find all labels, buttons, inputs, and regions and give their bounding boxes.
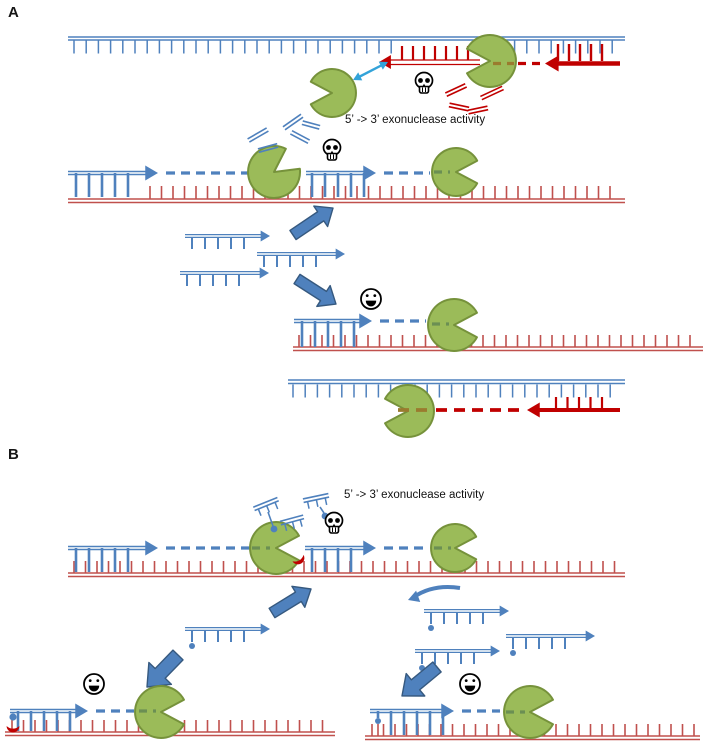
primer-strand-b1-right [305,540,428,572]
incoming-red-primer [545,44,620,72]
degraded-fragment-icon [467,105,489,115]
primer-fragment [415,645,500,671]
polymerase-pacman-icon [249,521,300,575]
blocked-flap-in-mouth-icon [292,554,305,565]
polymerase-pacman-icon [384,384,435,438]
flow-block-arrow [146,649,184,688]
polymerase-pacman-icon [503,685,554,739]
smiley-icon [83,673,105,695]
cleaved-flap-icon [279,514,305,531]
flow-block-arrow [293,273,337,308]
blocked-5-prime-cap-icon [6,726,20,733]
red-degradation-dashes [398,397,620,418]
blocked-5-prime-cap-icon [9,713,17,721]
cleaved-flap-icon [252,496,280,516]
panel-b-label: B [8,446,20,463]
primer-strand-b1-left [68,540,250,572]
polymerase-pacman-icon [431,147,479,197]
template-strand-a3 [293,335,703,352]
panel-a-annotation: 5’ -> 3’ exonuclease activity [345,114,486,126]
degraded-fragment-icon [282,113,304,131]
degraded-fragment-icon [289,130,311,144]
panel-a-label: A [8,4,20,21]
degraded-fragment-icon [301,120,321,130]
flow-block-arrow [289,205,334,241]
degraded-fragment-icon [444,82,468,98]
primer-fragment [185,623,270,649]
template-strand-a4 [288,379,625,398]
cleaved-flap-icon [302,492,330,509]
flow-block-arrow [268,585,312,619]
flow-block-arrow [401,661,442,697]
primer-fragment [185,230,270,249]
primer-fragment [506,630,595,656]
degraded-fragment-icon [257,142,279,154]
skull-icon [322,138,342,161]
primer-fragment [257,248,345,267]
primer-fragment [424,605,509,631]
skull-icon [414,71,434,94]
template-strand-top [68,36,625,54]
degraded-fragment-icon [247,127,269,143]
primer-strand-a3 [294,313,426,347]
polymerase-pacman-icon [430,523,478,573]
polymerase-pacman-icon [134,685,185,739]
primer-strand-br [370,703,500,736]
primer-fragment [180,267,269,286]
smiley-icon [459,673,481,695]
recycle-arrow [408,585,461,602]
primer-strand-a2-left [68,165,252,197]
polymerase-pacman-icon [309,68,357,118]
polymerase-pacman-icon [427,298,478,352]
degraded-fragment-icon [480,85,504,101]
exchange-double-arrow-icon [353,61,388,81]
primer-strand-bl [10,703,134,731]
smiley-icon [360,288,382,310]
skull-icon [324,511,344,534]
polymerase-pacman-icon [466,34,517,88]
degraded-fragment-icon [448,102,470,112]
panel-b-annotation: 5’ -> 3’ exonuclease activity [344,489,485,501]
template-strand-a2 [68,186,625,204]
template-strand-b1 [68,561,625,578]
primer-strand-a2-right [306,165,430,197]
displaced-red-strand [379,46,480,69]
cleaved-flap-icon [267,511,278,533]
